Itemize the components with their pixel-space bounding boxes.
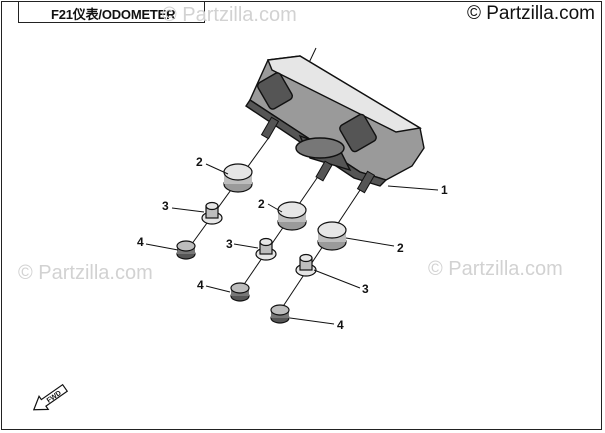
callout-part-2-a: 2 [196,155,203,169]
callout-part-4-b: 4 [197,278,204,292]
collar-1 [201,201,223,225]
nut-3 [270,304,290,324]
grommet-parts [223,163,347,251]
fwd-label: FWD [46,390,63,405]
callout-part-2-c: 2 [397,241,404,255]
watermark-right: © Partzilla.com [428,258,563,280]
callout-part-1: 1 [441,183,448,197]
grommet-2 [277,201,307,231]
callout-part-3-c: 3 [362,282,369,296]
nut-2 [230,282,250,302]
callout-part-3-a: 3 [162,199,169,213]
copyright-notice: © Partzilla.com [466,3,595,24]
grommet-1 [223,163,253,193]
forward-direction-arrow: FWD [32,383,69,411]
collar-2 [255,237,277,261]
collar-parts [201,201,317,277]
nut-parts [176,240,290,324]
grommet-3 [317,221,347,251]
nut-1 [176,240,196,260]
callout-part-3-b: 3 [226,237,233,251]
collar-3 [295,253,317,277]
callout-numbers: 1 2 2 2 3 3 3 4 4 4 [137,155,448,332]
diagram-title: F21仪表/ODOMETER [18,1,205,23]
mounting-studs [260,116,376,194]
callout-part-2-b: 2 [258,197,265,211]
odometer-housing [245,55,425,187]
leader-lines [145,163,439,325]
watermark-left: © Partzilla.com [18,262,153,284]
watermark-top: © Partzilla.com [162,4,297,26]
callout-part-4-a: 4 [137,235,144,249]
callout-part-4-c: 4 [337,318,344,332]
